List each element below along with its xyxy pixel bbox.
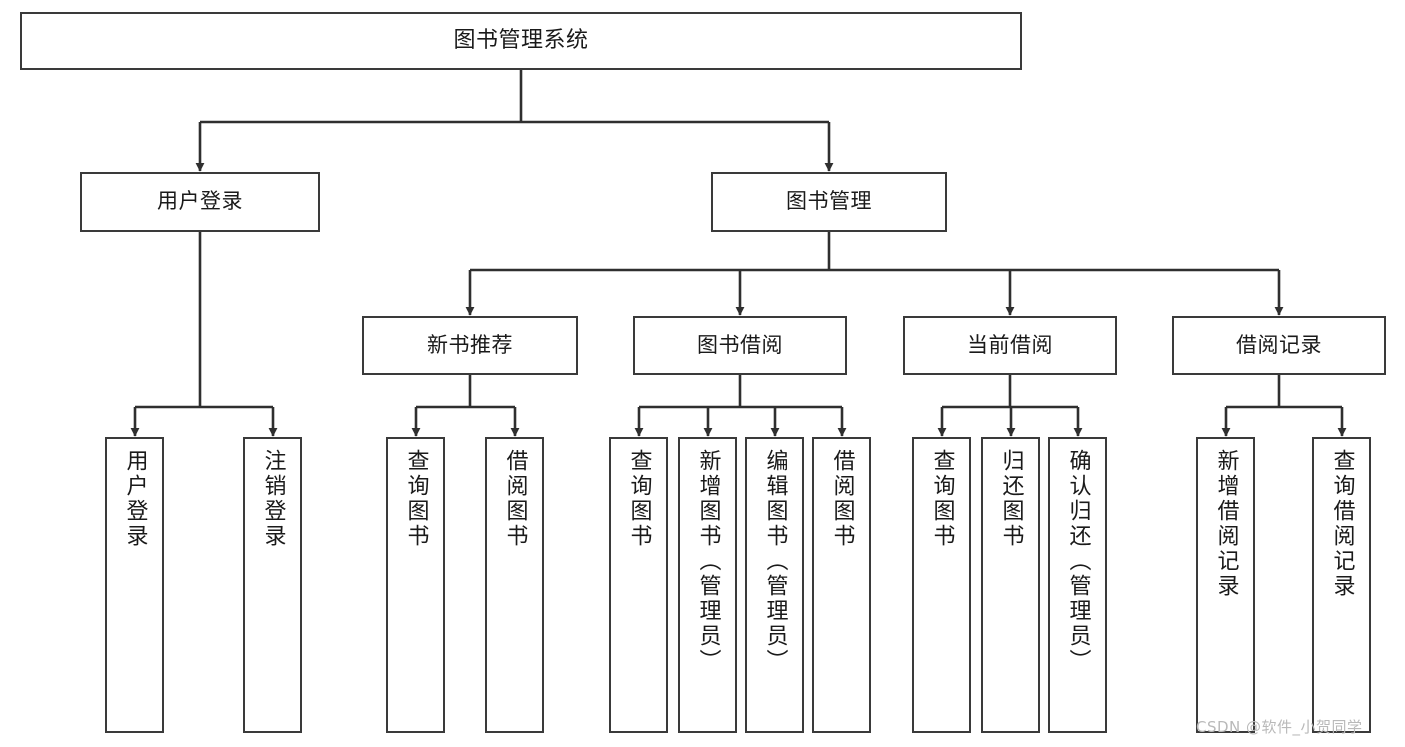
node-label: 查询图书 xyxy=(626,449,652,549)
node-label: 编辑图书（管理员） xyxy=(762,449,788,674)
node-leaf-user-logout[interactable]: 注销登录 xyxy=(243,437,302,733)
node-leaf-query-book-2[interactable]: 查询图书 xyxy=(609,437,668,733)
node-leaf-query-book-3[interactable]: 查询图书 xyxy=(912,437,971,733)
node-label: 用户登录 xyxy=(157,189,243,214)
node-user-login[interactable]: 用户登录 xyxy=(80,172,320,232)
node-leaf-borrow-book-1[interactable]: 借阅图书 xyxy=(485,437,544,733)
node-label: 用户登录 xyxy=(122,449,148,549)
node-label: 新书推荐 xyxy=(427,332,513,357)
node-label: 确认归还（管理员） xyxy=(1065,449,1091,674)
csdn-watermark: CSDN @软件_小贺同学 xyxy=(1196,718,1363,736)
node-root-book-management-system[interactable]: 图书管理系统 xyxy=(20,12,1022,70)
node-label: 归还图书 xyxy=(998,449,1024,549)
node-label: 借阅图书 xyxy=(829,449,855,549)
node-label: 新增借阅记录 xyxy=(1213,449,1239,599)
node-leaf-user-login[interactable]: 用户登录 xyxy=(105,437,164,733)
node-leaf-edit-book[interactable]: 编辑图书（管理员） xyxy=(745,437,804,733)
node-leaf-add-record[interactable]: 新增借阅记录 xyxy=(1196,437,1255,733)
node-label: 查询图书 xyxy=(929,449,955,549)
node-label: 新增图书（管理员） xyxy=(695,449,721,674)
node-leaf-return-book[interactable]: 归还图书 xyxy=(981,437,1040,733)
node-label: 图书借阅 xyxy=(697,332,783,357)
node-label: 图书管理系统 xyxy=(453,27,589,53)
node-current-borrow[interactable]: 当前借阅 xyxy=(903,316,1117,375)
node-book-management[interactable]: 图书管理 xyxy=(711,172,947,232)
node-label: 当前借阅 xyxy=(967,332,1053,357)
node-leaf-query-book-1[interactable]: 查询图书 xyxy=(386,437,445,733)
node-label: 查询图书 xyxy=(403,449,429,549)
node-label: 借阅记录 xyxy=(1236,332,1322,357)
node-leaf-confirm-return[interactable]: 确认归还（管理员） xyxy=(1048,437,1107,733)
node-new-book-recommend[interactable]: 新书推荐 xyxy=(362,316,578,375)
node-label: 借阅图书 xyxy=(502,449,528,549)
node-book-borrow[interactable]: 图书借阅 xyxy=(633,316,847,375)
node-leaf-add-book[interactable]: 新增图书（管理员） xyxy=(678,437,737,733)
node-label: 注销登录 xyxy=(260,449,286,549)
node-leaf-query-record[interactable]: 查询借阅记录 xyxy=(1312,437,1371,733)
node-label: 查询借阅记录 xyxy=(1329,449,1355,599)
node-label: 图书管理 xyxy=(786,189,872,214)
node-borrow-record[interactable]: 借阅记录 xyxy=(1172,316,1386,375)
node-leaf-borrow-book-2[interactable]: 借阅图书 xyxy=(812,437,871,733)
